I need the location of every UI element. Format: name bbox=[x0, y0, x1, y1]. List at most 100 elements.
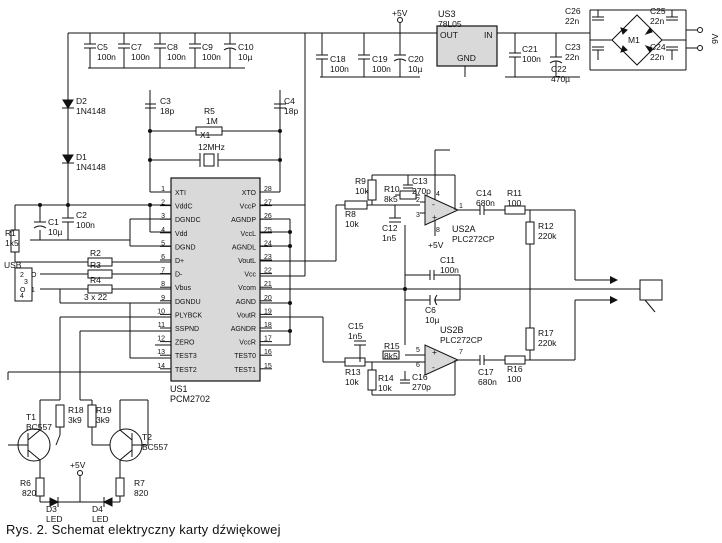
svg-text:22n: 22n bbox=[650, 16, 664, 26]
pcm-pin-name: VoutL bbox=[238, 258, 256, 265]
svg-text:100n: 100n bbox=[131, 52, 150, 62]
svg-text:100n: 100n bbox=[97, 52, 116, 62]
svg-text:US1: US1 bbox=[170, 384, 188, 394]
right-wiring bbox=[260, 191, 450, 362]
svg-text:22n: 22n bbox=[565, 52, 579, 62]
svg-text:R12: R12 bbox=[538, 221, 554, 231]
pcm-pin-name: DGNDU bbox=[175, 299, 201, 306]
svg-text:9V: 9V bbox=[710, 33, 720, 44]
svg-text:10k: 10k bbox=[378, 383, 392, 393]
svg-text:1: 1 bbox=[459, 203, 463, 210]
pcm-pin-number: 27 bbox=[264, 200, 272, 207]
pcm-pin-number: 6 bbox=[161, 254, 165, 261]
svg-text:R9: R9 bbox=[355, 176, 366, 186]
svg-text:C12: C12 bbox=[382, 223, 398, 233]
pcm-pin-number: 22 bbox=[264, 268, 272, 275]
svg-text:22n: 22n bbox=[650, 52, 664, 62]
pcm-pin-name: XTI bbox=[175, 190, 186, 197]
svg-text:X1: X1 bbox=[200, 130, 211, 140]
pcm-pin-name: DGNDC bbox=[175, 217, 201, 224]
svg-text:C4: C4 bbox=[284, 96, 295, 106]
pcm-pin-number: 14 bbox=[157, 363, 165, 370]
svg-text:10k: 10k bbox=[345, 377, 359, 387]
pcm-pin-name: ZERO bbox=[175, 340, 195, 347]
pcm-pin-number: 24 bbox=[264, 240, 272, 247]
svg-text:12MHz: 12MHz bbox=[198, 142, 225, 152]
svg-text:1n5: 1n5 bbox=[382, 233, 396, 243]
svg-text:3 x 22: 3 x 22 bbox=[84, 292, 107, 302]
svg-text:C3: C3 bbox=[160, 96, 171, 106]
svg-text:10k: 10k bbox=[355, 186, 369, 196]
pcm-pin-name: PLYBCK bbox=[175, 312, 202, 319]
svg-text:D3: D3 bbox=[46, 504, 57, 514]
svg-text:C24: C24 bbox=[650, 42, 666, 52]
svg-text:+5V: +5V bbox=[70, 460, 86, 470]
pcm-pin-labels: 1XTI2VddC3DGNDC4Vdd5DGND6D+7D-8Vbus9DGND… bbox=[157, 186, 272, 374]
svg-text:BC557: BC557 bbox=[26, 422, 52, 432]
ic-pcm2702: US1 PCM2702 1XTI2VddC3DGNDC4Vdd5DGND6D+7… bbox=[157, 177, 272, 404]
svg-text:T2: T2 bbox=[142, 432, 152, 442]
svg-text:78L05: 78L05 bbox=[438, 19, 462, 29]
svg-text:R10: R10 bbox=[384, 184, 400, 194]
svg-text:C1: C1 bbox=[48, 217, 59, 227]
svg-text:C23: C23 bbox=[565, 42, 581, 52]
pcm-pin-number: 4 bbox=[161, 227, 165, 234]
svg-text:D2: D2 bbox=[76, 96, 87, 106]
svg-text:C21: C21 bbox=[522, 44, 538, 54]
pcm-pin-number: 28 bbox=[264, 186, 272, 193]
svg-text:1: 1 bbox=[31, 287, 35, 294]
svg-text:C7: C7 bbox=[131, 42, 142, 52]
pcm-pin-name: D+ bbox=[175, 258, 184, 265]
svg-text:220k: 220k bbox=[538, 338, 557, 348]
svg-text:7: 7 bbox=[459, 349, 463, 356]
svg-text:18p: 18p bbox=[160, 106, 174, 116]
svg-text:C19: C19 bbox=[372, 54, 388, 64]
svg-text:100n: 100n bbox=[202, 52, 221, 62]
svg-text:PLC272CP: PLC272CP bbox=[452, 234, 495, 244]
svg-text:1M: 1M bbox=[206, 116, 218, 126]
svg-text:680n: 680n bbox=[478, 377, 497, 387]
pcm-pin-number: 15 bbox=[264, 363, 272, 370]
svg-text:C11: C11 bbox=[440, 255, 455, 265]
svg-text:100: 100 bbox=[507, 374, 521, 384]
svg-text:100n: 100n bbox=[76, 220, 95, 230]
svg-text:R2: R2 bbox=[90, 248, 101, 258]
pcm-pin-number: 19 bbox=[264, 308, 272, 315]
pcm-pin-name: AGND bbox=[236, 299, 256, 306]
svg-text:C17: C17 bbox=[478, 367, 494, 377]
svg-text:C10: C10 bbox=[238, 42, 254, 52]
svg-text:8k5: 8k5 bbox=[384, 351, 398, 361]
svg-text:2: 2 bbox=[20, 272, 24, 279]
svg-text:R4: R4 bbox=[90, 275, 101, 285]
svg-text:3: 3 bbox=[416, 212, 420, 219]
pcm-pin-number: 1 bbox=[161, 186, 165, 193]
pcm-pin-name: DGND bbox=[175, 244, 196, 251]
figure-caption: Rys. 2. Schemat elektryczny karty dźwięk… bbox=[6, 522, 281, 537]
svg-text:100n: 100n bbox=[440, 265, 459, 275]
svg-text:R17: R17 bbox=[538, 328, 554, 338]
pcm-pin-name: VddC bbox=[175, 204, 193, 211]
pcm-pin-number: 11 bbox=[158, 322, 165, 329]
svg-text:100n: 100n bbox=[372, 64, 391, 74]
svg-text:1N4148: 1N4148 bbox=[76, 106, 106, 116]
svg-text:C16: C16 bbox=[412, 372, 428, 382]
regulator-us3: US3 78L05 OUT IN GND bbox=[436, 9, 498, 67]
pcm-pin-number: 10 bbox=[157, 308, 165, 315]
svg-text:PCM2702: PCM2702 bbox=[170, 394, 210, 404]
svg-text:6: 6 bbox=[416, 362, 420, 369]
svg-text:PLC272CP: PLC272CP bbox=[440, 335, 483, 345]
pcm-pin-number: 12 bbox=[157, 336, 165, 343]
pcm-pin-name: VoutR bbox=[237, 312, 256, 319]
